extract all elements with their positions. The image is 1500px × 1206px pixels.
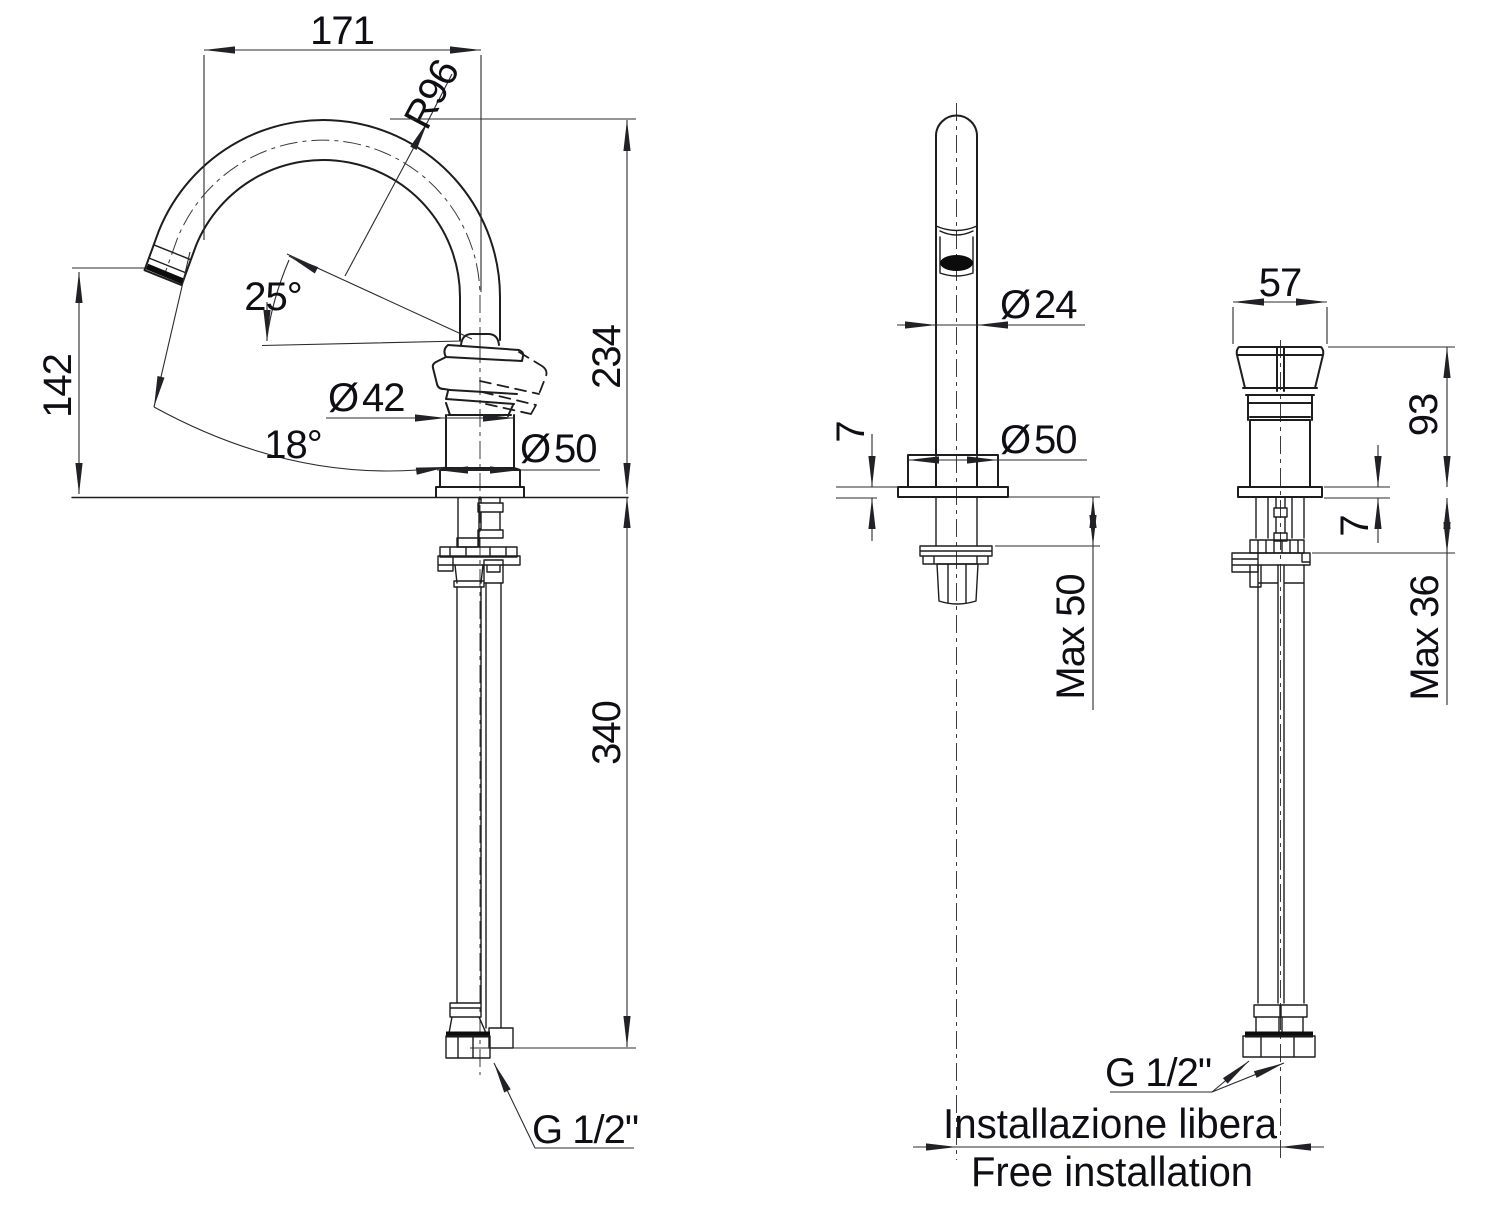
- dim-outlet-height-value: 142: [36, 354, 80, 418]
- dim-flange-handle-value: 7: [1333, 515, 1377, 536]
- dim-base-diameter-front: Ø 50: [908, 418, 1087, 464]
- diameter-icon: Ø: [520, 427, 550, 471]
- dim-height-above-deck-value: 234: [585, 324, 629, 388]
- dim-flange-front: 7: [829, 421, 898, 541]
- deck-flange-front: [897, 486, 1009, 498]
- handle-hidden-position: [479, 351, 548, 415]
- dim-max-counter-handle-value: Max 36: [1403, 575, 1447, 700]
- dim-height-above-deck: 234: [390, 118, 636, 494]
- dim-max-counter-handle: Max 36: [1312, 498, 1455, 705]
- dim-outlet-height: 142: [36, 267, 145, 494]
- dim-base-diameter-side-value: 50: [554, 427, 597, 471]
- shank-tubes-side: [457, 497, 501, 548]
- handle-top-band: [443, 344, 525, 362]
- dim-spout-radius-value: R96: [396, 53, 468, 136]
- dim-base-diameter-front-value: 50: [1034, 418, 1077, 462]
- handle-lower-lines: [445, 389, 518, 417]
- threaded-rod-side: [456, 502, 504, 548]
- body-cylinder-handle: [1249, 419, 1311, 488]
- dim-body-height: 93: [1328, 346, 1455, 487]
- diameter-icon: Ø: [1000, 283, 1030, 327]
- washer-handle: [1249, 539, 1305, 554]
- aerator-opening-front: [940, 255, 973, 271]
- dim-handle-width: 57: [1232, 261, 1328, 344]
- hose-fittings-side: [453, 559, 504, 588]
- spout-centerline: [163, 139, 481, 345]
- dim-max-counter-front: Max 50: [995, 496, 1100, 710]
- dim-thread-side-value: G 1/2": [532, 1108, 638, 1152]
- dim-flange-front-value: 7: [829, 421, 873, 442]
- knob-front: [1235, 346, 1325, 396]
- dim-outlet-angle-value: 18°: [264, 423, 322, 467]
- dim-thread-handle: G 1/2": [1105, 1051, 1285, 1095]
- handle-view: [1231, 340, 1325, 1160]
- dim-max-counter-front-value: Max 50: [1049, 574, 1093, 699]
- dim-spout-diameter: Ø 24: [897, 283, 1085, 329]
- handle-left-flank: [431, 356, 451, 391]
- dim-thread-side: G 1/2": [493, 1062, 639, 1152]
- spout-outline: [143, 119, 501, 341]
- spout-tip-opening: [145, 263, 185, 285]
- mounting-plate-handle: [1231, 552, 1311, 588]
- dim-spout-angle-value: 25°: [244, 275, 302, 319]
- side-view: [71, 119, 629, 1075]
- installation-note-italian: Installazione libera: [943, 1100, 1278, 1147]
- dim-depth-below-deck: 340: [470, 497, 636, 1049]
- spout-aerator-bands: [148, 244, 192, 274]
- aerator-recess-front: [935, 225, 978, 277]
- deck-flange-side: [435, 486, 525, 498]
- hoses-side: [456, 582, 502, 1029]
- dim-thread-handle-value: G 1/2": [1105, 1051, 1211, 1095]
- shank-front: [935, 497, 978, 547]
- washer-front: [919, 545, 993, 565]
- diameter-icon: Ø: [1000, 418, 1030, 462]
- dim-free-installation: Installazione libera Free installation: [913, 1100, 1324, 1195]
- dim-reach-value: 171: [310, 9, 374, 53]
- dim-body-diameter-value: 42: [362, 376, 405, 420]
- installation-note-english: Free installation: [971, 1148, 1253, 1195]
- hose-end-side: [448, 1002, 514, 1049]
- handle-collar: [460, 333, 500, 346]
- hose-nut-handle: [1242, 1035, 1316, 1058]
- shank-handle: [1255, 497, 1305, 542]
- deck-flange-handle: [1237, 486, 1323, 498]
- dim-outlet-angle: 18°: [153, 251, 448, 475]
- dim-spout-diameter-value: 24: [1034, 283, 1077, 327]
- spout-tube-front: [935, 114, 978, 456]
- hoses-handle: [1257, 564, 1305, 1004]
- dim-reach: 171: [203, 9, 482, 292]
- base-cylinder-front: [907, 454, 999, 488]
- front-view: [897, 103, 1009, 1160]
- mounting-nut-front: [936, 563, 979, 605]
- dim-body-height-value: 93: [1402, 394, 1446, 437]
- dim-body-diameter: Ø 42: [326, 376, 514, 422]
- dim-depth-below-deck-value: 340: [585, 701, 629, 765]
- dim-flange-handle: 7: [1324, 445, 1390, 543]
- dim-base-diameter-side: Ø 50: [437, 427, 600, 474]
- dim-handle-width-value: 57: [1259, 261, 1302, 305]
- hose-nut-side: [445, 1035, 491, 1059]
- dimensions: 171 R96 25° 18° 142 Ø: [36, 9, 1455, 1195]
- hose-ends-handle: [1253, 1004, 1308, 1034]
- diameter-icon: Ø: [328, 376, 358, 420]
- mounting-washer-side: [437, 546, 521, 573]
- dim-spout-angle: 25°: [244, 253, 473, 347]
- knob-neck: [1247, 394, 1313, 421]
